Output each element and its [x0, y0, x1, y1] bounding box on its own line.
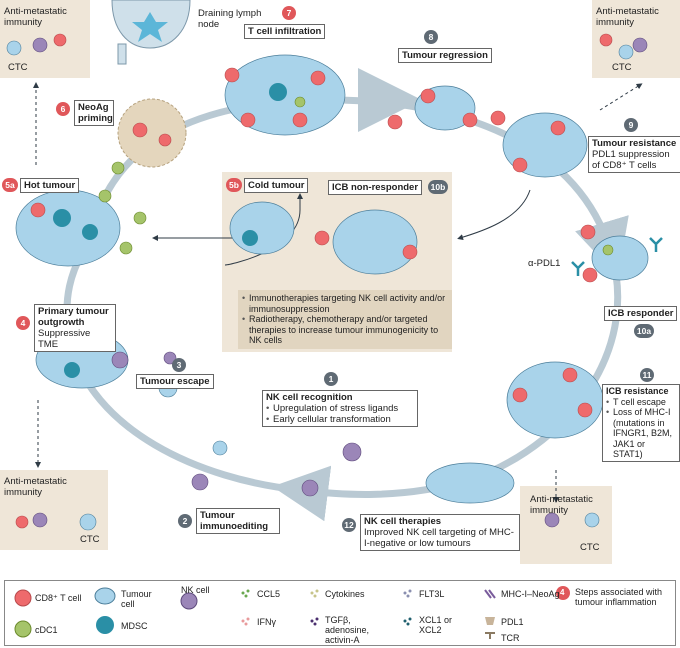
center-bullet-2: Radiotherapy, chemotherapy and/or target…: [242, 314, 448, 346]
step-11-bullet-1: T cell escape: [606, 397, 676, 408]
step-5b-title: Cold tumour: [244, 178, 309, 193]
step-12-title: NK cell therapies: [364, 516, 442, 527]
step-9-title: Tumour resistance: [592, 138, 677, 149]
panel-antimetastatic-bottom-left: [0, 470, 108, 550]
legend-tumour-cell: Tumour cell: [121, 589, 152, 609]
legend-tcr: TCR: [501, 633, 520, 643]
corner-top-left-ctc: CTC: [8, 62, 28, 73]
step-5a-badge: 5a: [2, 178, 18, 192]
corner-bottom-left-ctc: CTC: [80, 534, 100, 545]
corner-bottom-right-ctc: CTC: [580, 542, 600, 553]
legend-ifng: IFNγ: [257, 617, 276, 627]
step-8-title: Tumour regression: [398, 48, 492, 63]
step-4-badge: 4: [16, 316, 30, 330]
step-7-title: T cell infiltration: [244, 24, 326, 39]
step-4-title: Primary tumour outgrowth: [38, 306, 109, 328]
step-1-box: NK cell recognition Upregulation of stre…: [262, 390, 418, 427]
legend-tgfb: TGFβ, adenosine, activin-A: [325, 615, 370, 645]
legend-cd8: CD8⁺ T cell: [35, 593, 82, 603]
corner-top-right-title: Anti-metastatic immunity: [596, 6, 659, 28]
step-9-badge: 9: [624, 118, 638, 132]
step-12-badge: 12: [342, 518, 356, 532]
step-1-bullet-1: Upregulation of stress ligands: [266, 403, 414, 414]
legend-mdsc: MDSC: [121, 621, 148, 631]
draining-lymph-node-label: Draining lymph node: [198, 8, 262, 30]
legend-flt3l: FLT3L: [419, 589, 445, 599]
step-10b-title: ICB non-responder: [328, 180, 423, 195]
step-6-title: NeoAg priming: [74, 100, 114, 126]
step-7-badge: 7: [282, 6, 296, 20]
step-1-badge: 1: [324, 372, 338, 386]
step-2-title: Tumour immunoediting: [196, 508, 280, 534]
step-1-title: NK cell recognition: [266, 392, 353, 403]
legend-xcl: XCL1 or XCL2: [419, 615, 453, 635]
step-10a-title: ICB responder: [604, 306, 678, 321]
legend-ccl5: CCL5: [257, 589, 281, 599]
legend-cdc1: cDC1: [35, 625, 58, 635]
step-3-badge: 3: [172, 358, 186, 372]
step-5b-badge: 5b: [226, 178, 242, 192]
legend-cytokines: Cytokines: [325, 589, 365, 599]
step-10a-badge: 10a: [634, 324, 654, 338]
panel-antimetastatic-top-left: [0, 0, 90, 78]
step-6-badge: 6: [56, 102, 70, 116]
alpha-pdl1-label: α-PDL1: [528, 258, 561, 269]
legend-glyphs: [14, 586, 570, 639]
step-11-title: ICB resistance: [606, 386, 669, 396]
corner-bottom-left-title: Anti-metastatic immunity: [4, 476, 67, 498]
step-4-box: Primary tumour outgrowth Suppressive TME: [34, 304, 116, 352]
step-1-bullet-2: Early cellular transformation: [266, 414, 414, 425]
step-9-sub: PDL1 suppression of CD8⁺ T cells: [592, 149, 670, 171]
step-4-sub: Suppressive TME: [38, 328, 91, 350]
center-bullet-1: Immunotherapies targeting NK cell activi…: [242, 293, 448, 314]
step-2-badge: 2: [178, 514, 192, 528]
corner-top-right-ctc: CTC: [612, 62, 632, 73]
legend-steps-badge-text: 4: [560, 588, 565, 597]
step-11-box: ICB resistance T cell escape Loss of MHC…: [602, 384, 680, 462]
lymph-node-illustration: [111, 0, 191, 65]
legend-steps-inflammation: Steps associated with tumour inflammatio…: [575, 587, 663, 607]
legend-nk-cell: NK cell: [181, 585, 210, 595]
step-10b-badge: 10b: [428, 180, 448, 194]
step-12-sub: Improved NK cell targeting of MHC-I-nega…: [364, 527, 514, 549]
corner-top-left-title: Anti-metastatic immunity: [4, 6, 67, 28]
step-11-badge: 11: [640, 368, 654, 382]
step-3-title: Tumour escape: [136, 374, 214, 389]
legend: CD8⁺ T cell Tumour cell NK cell CCL5 Cyt…: [4, 580, 676, 646]
step-11-bullet-2: Loss of MHC-I (mutations in IFNGR1, B2M,…: [606, 407, 676, 460]
center-bullet-box: Immunotherapies targeting NK cell activi…: [238, 290, 452, 349]
legend-mhc: MHC-I–NeoAg: [501, 589, 560, 599]
step-12-box: NK cell therapies Improved NK cell targe…: [360, 514, 520, 551]
step-8-badge: 8: [424, 30, 438, 44]
step-9-box: Tumour resistance PDL1 suppression of CD…: [588, 136, 680, 173]
legend-pdl1: PDL1: [501, 617, 524, 627]
step-5a-title: Hot tumour: [20, 178, 80, 193]
corner-bottom-right-title: Anti-metastatic immunity: [530, 494, 593, 516]
